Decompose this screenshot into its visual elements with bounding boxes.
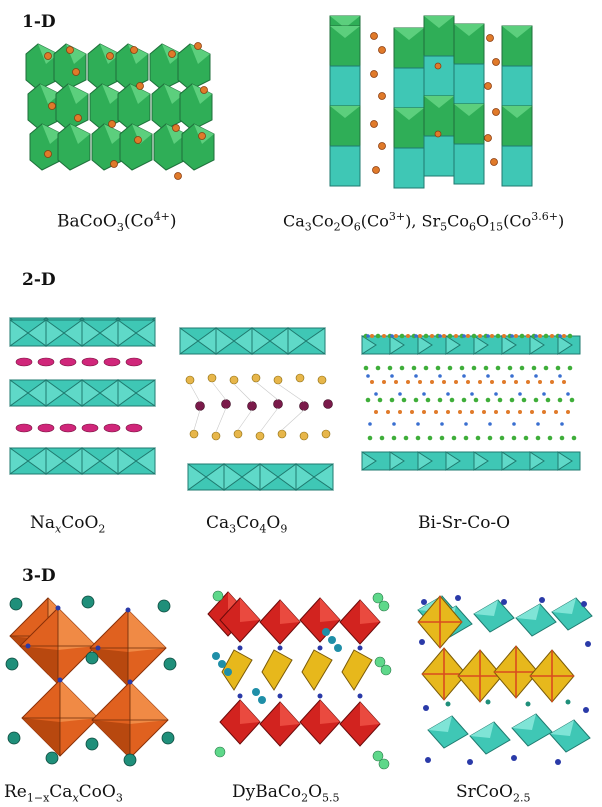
structure-ca3co4o9 xyxy=(179,324,340,499)
caption-srcoo25: SrCoO2.5 xyxy=(456,782,531,805)
structure-naxcoo2 xyxy=(9,317,160,488)
structure-re1-xcaxcoo3 xyxy=(5,595,178,768)
caption-bi-sr-co-o: Bi-Sr-Co-O xyxy=(418,513,511,533)
section-title-2d: 2-D xyxy=(22,270,56,290)
caption-naxcoo2: NaxCoO2 xyxy=(30,513,106,536)
structure-ca3co2o6 xyxy=(329,15,560,189)
section-title-1d: 1-D xyxy=(22,12,56,32)
structure-bi-sr-co-o xyxy=(361,333,584,476)
structure-baco3 xyxy=(18,36,218,196)
section-title-3d: 3-D xyxy=(22,566,56,586)
caption-ca3co4o9: Ca3Co4O9 xyxy=(206,513,288,536)
caption-re1-xcaxcoo3: Re1−xCaxCoO3 xyxy=(4,782,123,805)
caption-baco3: BaCoO3(Co4+) xyxy=(57,210,177,235)
caption-ca3co2o6-sr5co6o15: Ca3Co2O6(Co3+), Sr5Co6O15(Co3.6+) xyxy=(283,210,565,234)
caption-dybaco2o55: DyBaCo2O5.5 xyxy=(232,782,340,805)
structure-srcoo25 xyxy=(417,595,594,768)
structure-dybaco2o55 xyxy=(207,590,398,770)
